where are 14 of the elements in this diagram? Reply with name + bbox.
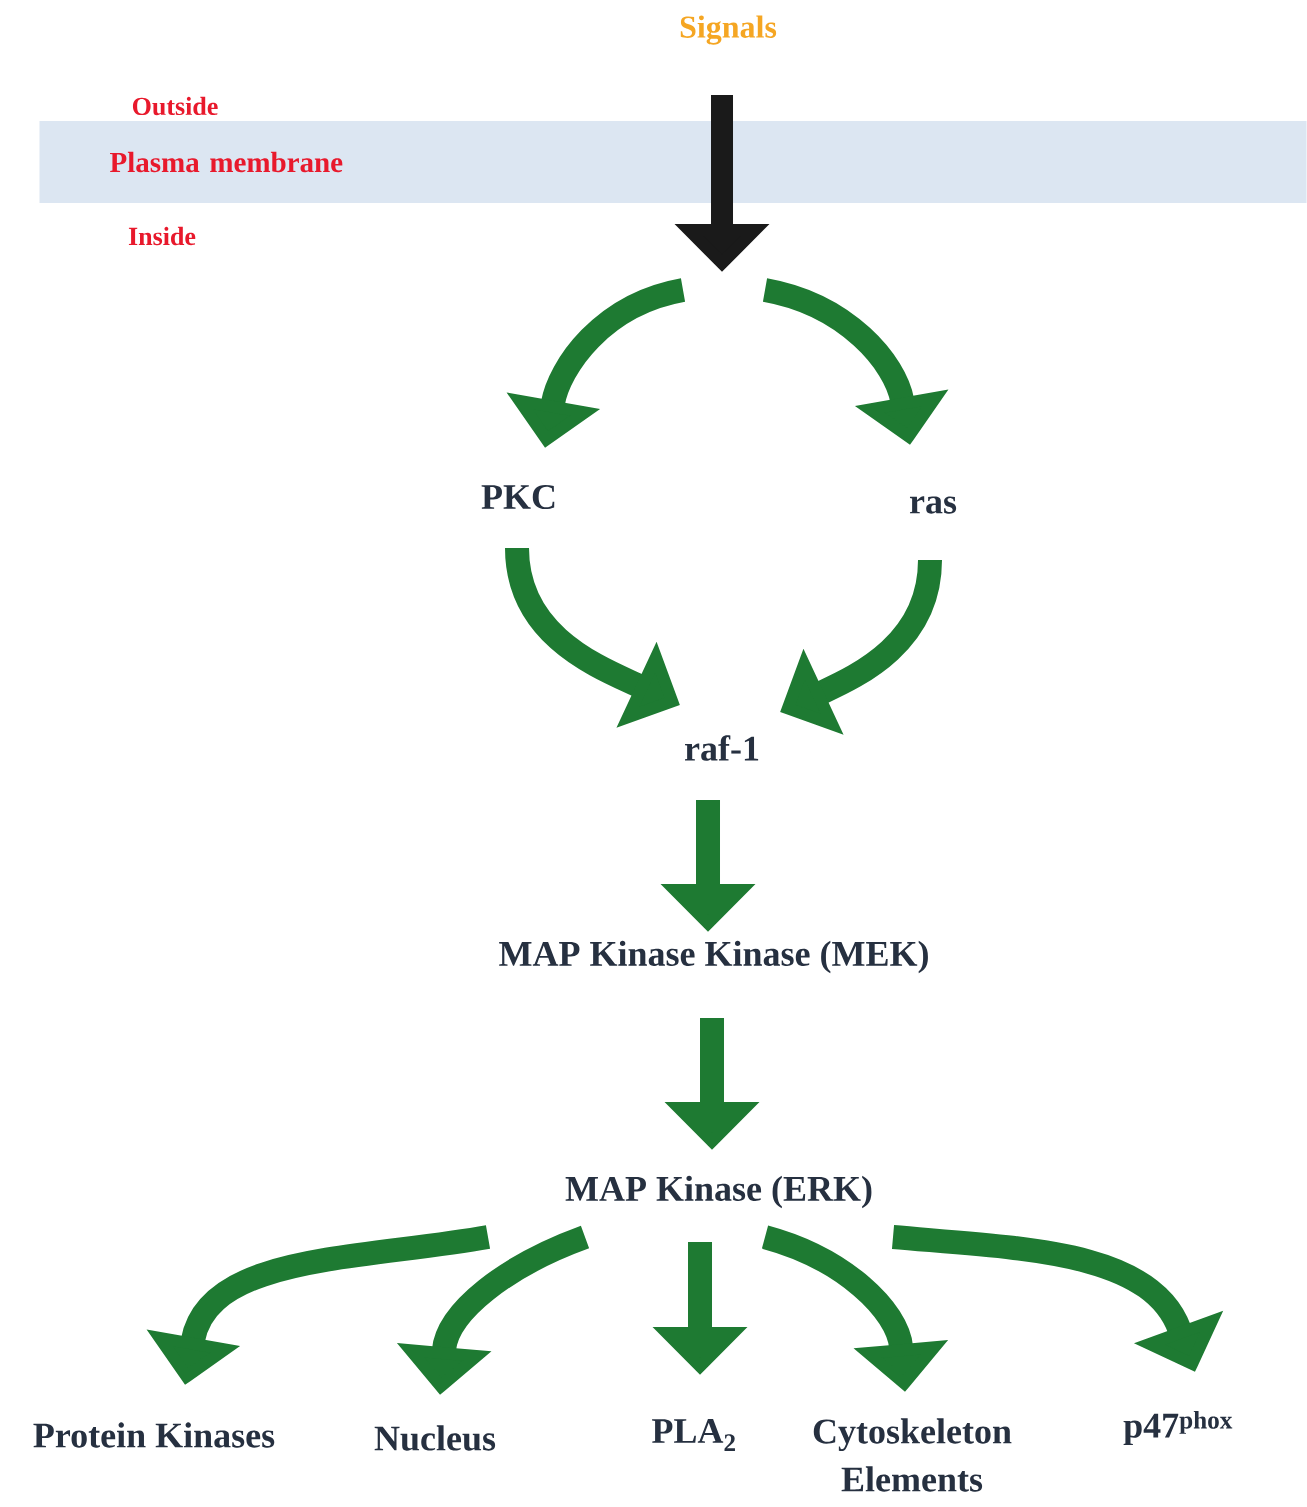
signal-label: Signals (680, 15, 777, 45)
protein-label: MAP Kinase (ERK) (565, 1175, 872, 1209)
protein-label: Nucleus (374, 1425, 496, 1451)
protein-label: ras (910, 496, 957, 514)
protein-label: p47$^{phox}$ (1123, 1410, 1233, 1446)
protein-label: PKC (481, 484, 555, 510)
membrane-band: Plasma membrane (39, 121, 1307, 203)
protein-label: Protein Kinases (33, 1422, 275, 1448)
protein-label: PLA$_{2}$ (652, 1419, 735, 1451)
protein-label: MAP Kinase Kinase (MEK) (499, 940, 928, 974)
compartment-label: Outside (132, 96, 218, 116)
protein-label: raf-1 (685, 735, 759, 761)
compartment-label: Inside (128, 226, 196, 246)
protein-label: Cytoskeleton Elements (813, 1418, 1012, 1492)
